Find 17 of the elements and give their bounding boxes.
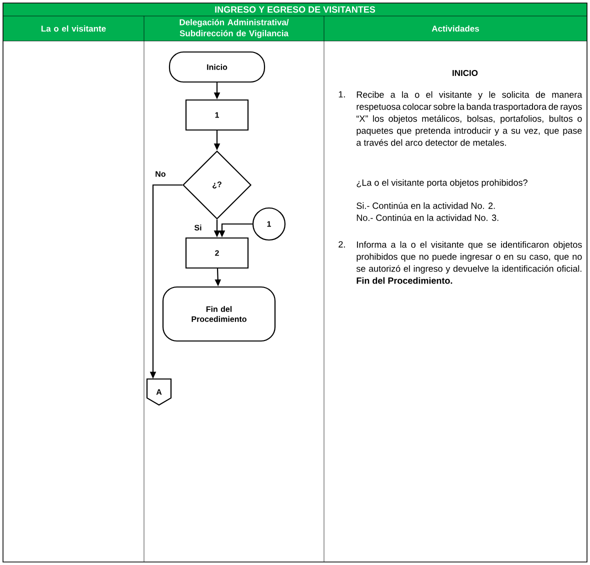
- edge-label: No: [154, 170, 167, 178]
- off-page-connector: A: [146, 378, 172, 406]
- item-number: 2.: [338, 241, 345, 248]
- option-text: No.- Continúa en la actividad No. 3.: [356, 214, 498, 221]
- column-header: Delegación Administrativa/ Subdirección de Vigilancia: [180, 18, 289, 38]
- activity-text: Recibe a la o el visitante y le solicita de manera respetuosa colocar sobre la banda trasportadora de rayos “X” los objetos metálicos, bolsas, portafolios, bultos o paquetes que pretenda introducir y a su vez, que pase a través del arco detector de metales.: [356, 91, 582, 146]
- table-title: INGRESO Y EGRESO DE VISITANTES: [215, 6, 376, 13]
- activity-text: Informa a la o el visitante que se identificaron objetos prohibidos que no puede ingresar o en su caso, que no se autorizó el ingreso y devuelve la identificación oficial. Fin del Procedimiento.: [356, 241, 582, 284]
- process-box: 2: [185, 237, 249, 269]
- edge-label: Si: [193, 224, 203, 232]
- column-header: Actividades: [432, 25, 479, 32]
- option-text: Si.- Continúa en la actividad No. 2.: [356, 202, 495, 209]
- section-heading: INICIO: [452, 70, 478, 76]
- item-number: 1.: [338, 91, 345, 98]
- process-box: 1: [185, 99, 249, 131]
- column-header: La o el visitante: [41, 25, 106, 32]
- question-text: ¿La o el visitante porta objetos prohibidos?: [356, 179, 528, 188]
